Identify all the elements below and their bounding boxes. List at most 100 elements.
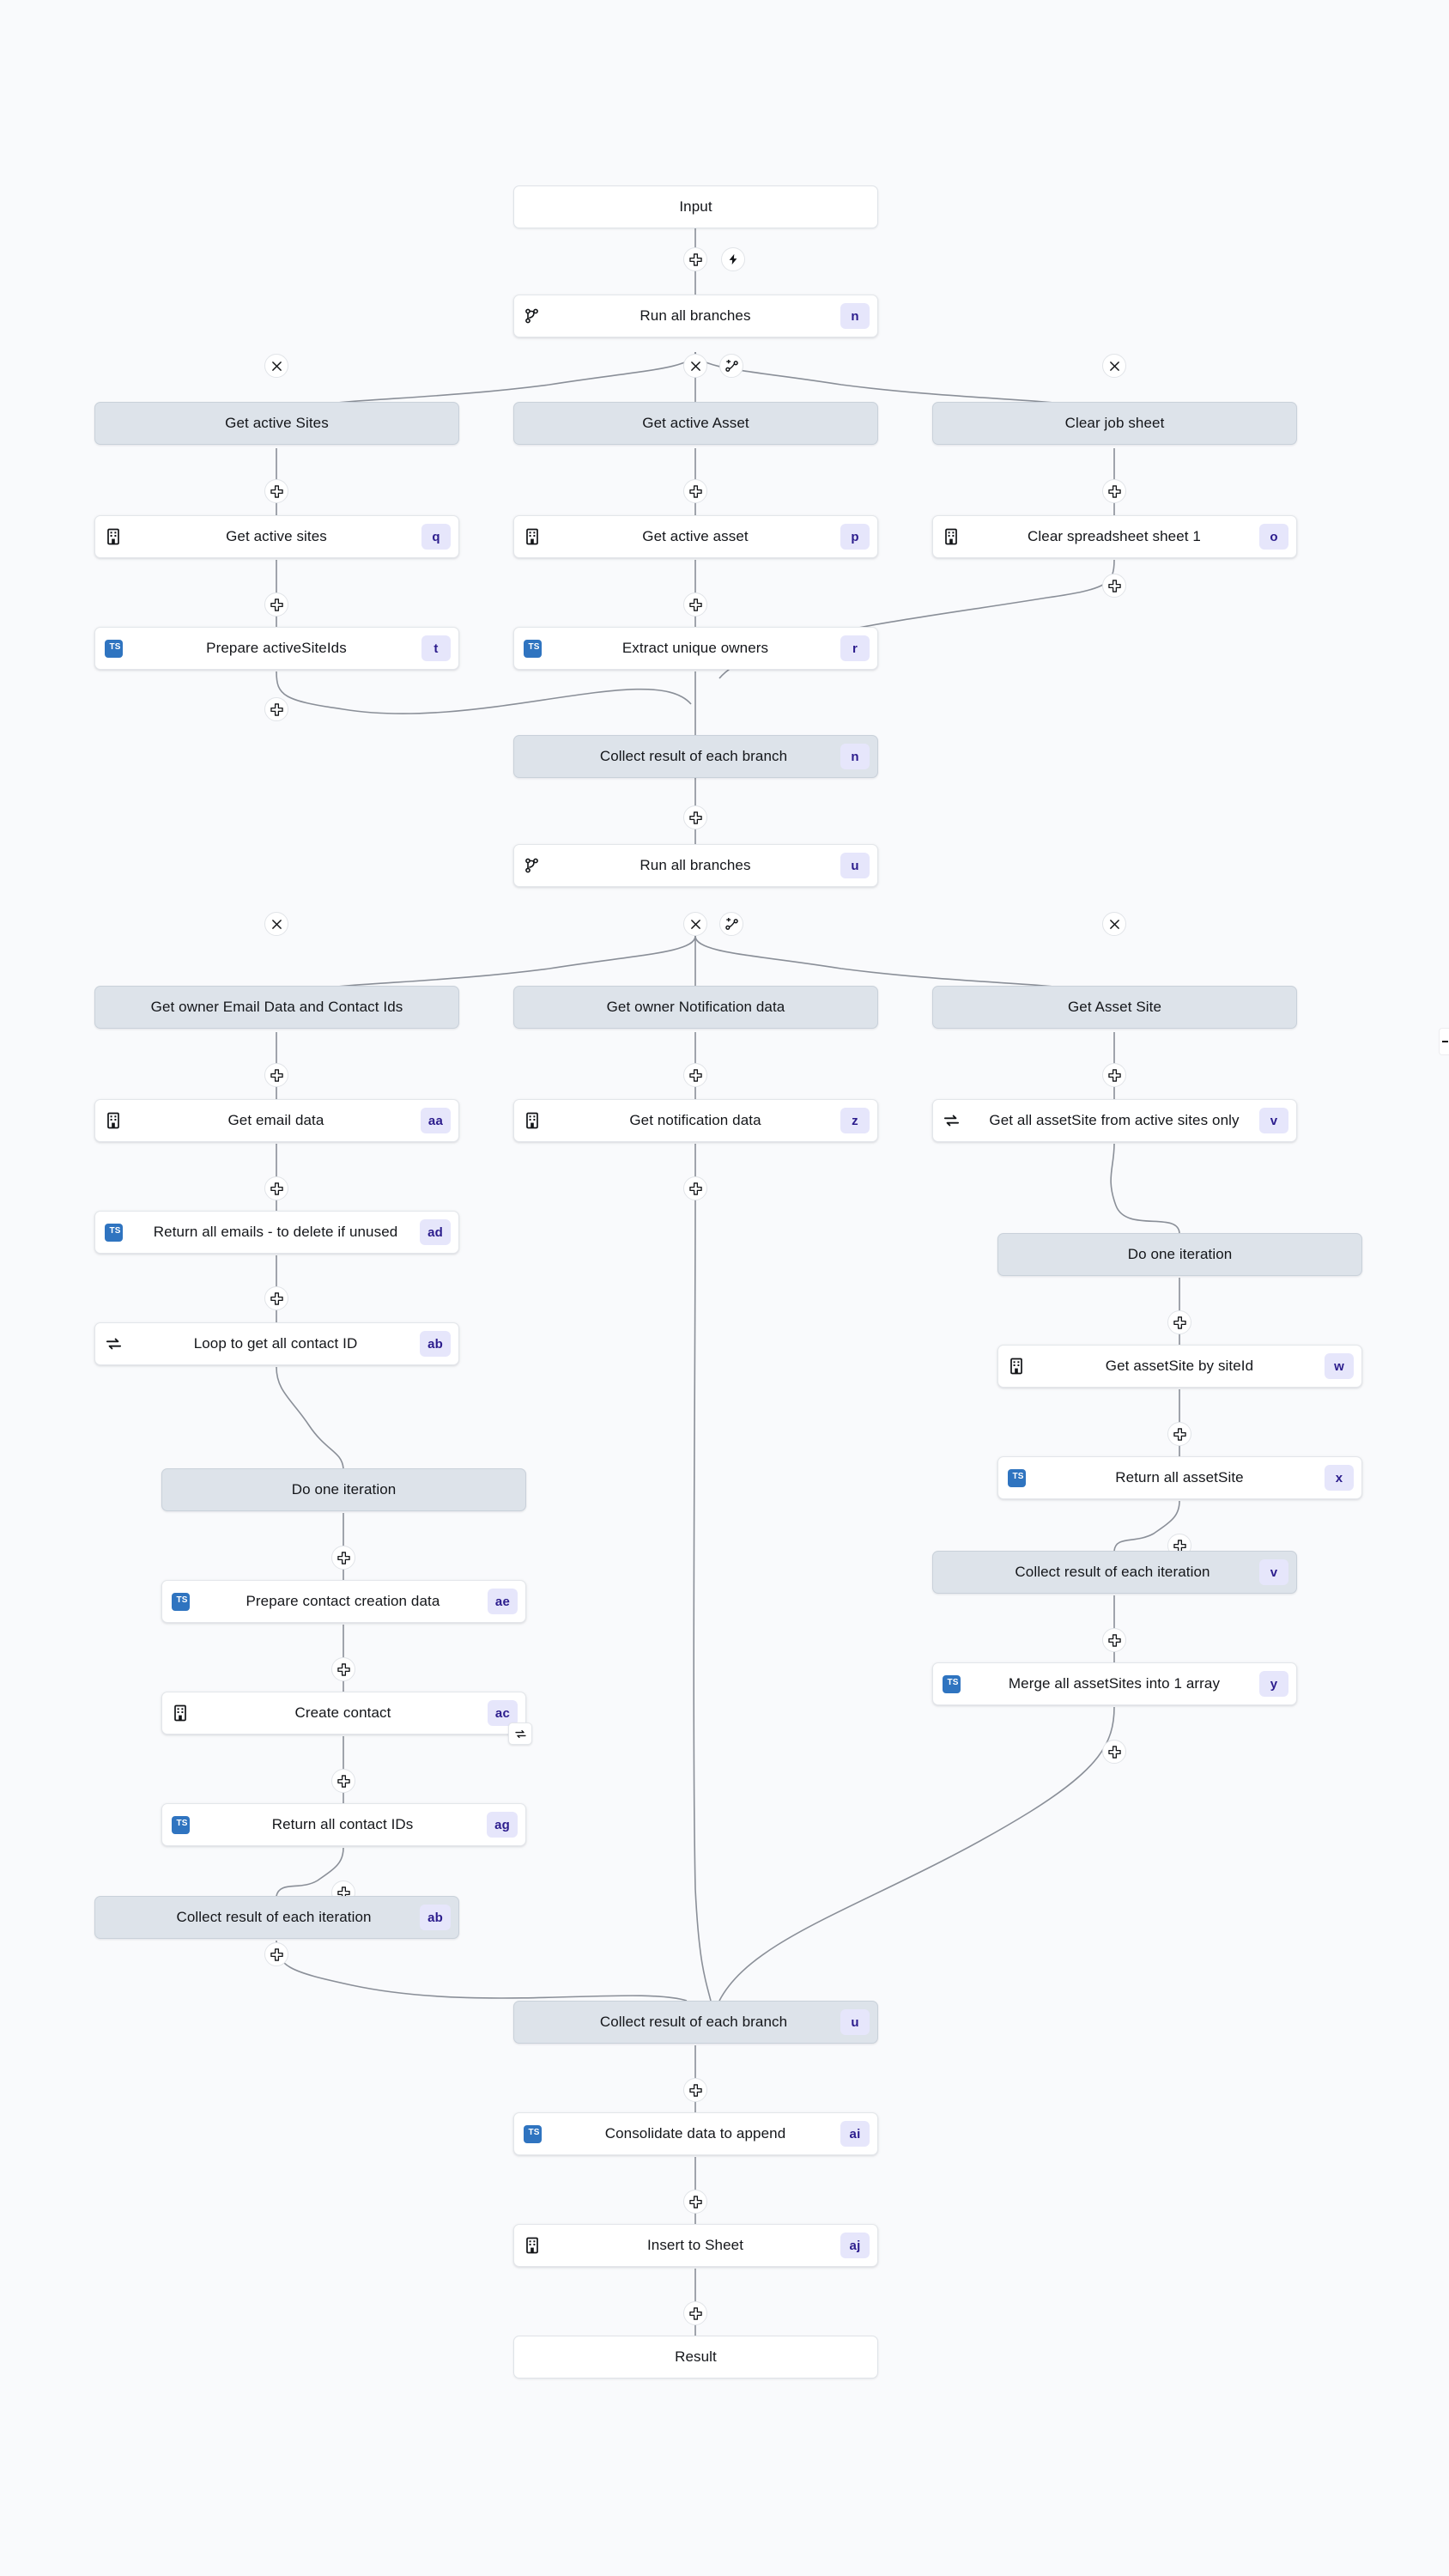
node-insert-to-sheet[interactable]: Insert to Sheet aj xyxy=(513,2224,878,2267)
node-loop-to-get-contact-id[interactable]: Loop to get all contact ID ab xyxy=(94,1322,459,1365)
group-get-owner-email-data[interactable]: Get owner Email Data and Contact Ids xyxy=(94,986,459,1029)
add-step-handle[interactable] xyxy=(264,1063,288,1087)
node-get-active-asset[interactable]: Get active asset p xyxy=(513,515,878,558)
node-collect-iteration-right[interactable]: Collect result of each iteration v xyxy=(932,1551,1297,1594)
node-badge[interactable]: ae xyxy=(487,1589,518,1614)
node-collect-branch-1[interactable]: Collect result of each branch n xyxy=(513,735,878,778)
close-icon xyxy=(1109,361,1119,371)
group-get-active-asset[interactable]: Get active Asset xyxy=(513,402,878,445)
trigger-handle[interactable] xyxy=(721,247,745,271)
add-step-handle[interactable] xyxy=(683,2078,707,2102)
add-step-handle[interactable] xyxy=(264,479,288,503)
node-badge[interactable]: z xyxy=(840,1108,870,1133)
plus-icon xyxy=(688,598,702,611)
plus-icon xyxy=(1173,1427,1186,1441)
node-extract-unique-owners[interactable]: TS Extract unique owners r xyxy=(513,627,878,670)
node-badge[interactable]: ac xyxy=(487,1700,518,1726)
node-get-all-assetsite[interactable]: Get all assetSite from active sites only… xyxy=(932,1099,1297,1142)
group-get-owner-notification-data[interactable]: Get owner Notification data xyxy=(513,986,878,1029)
node-get-assetsite-by-siteid[interactable]: Get assetSite by siteId w xyxy=(997,1345,1362,1388)
node-badge[interactable]: aj xyxy=(840,2233,870,2258)
add-step-handle[interactable] xyxy=(683,592,707,617)
add-step-handle[interactable] xyxy=(1102,1628,1126,1652)
node-get-email-data[interactable]: Get email data aa xyxy=(94,1099,459,1142)
node-badge[interactable]: w xyxy=(1325,1353,1354,1379)
node-prepare-contact-creation-data[interactable]: TS Prepare contact creation data ae xyxy=(161,1580,526,1623)
node-return-all-contact-ids[interactable]: TS Return all contact IDs ag xyxy=(161,1803,526,1846)
retry-loop-icon[interactable] xyxy=(508,1722,532,1745)
node-badge[interactable]: o xyxy=(1259,524,1288,550)
add-step-handle[interactable] xyxy=(683,1063,707,1087)
panel-handle[interactable] xyxy=(1439,1028,1449,1055)
node-merge-assetsites[interactable]: TS Merge all assetSites into 1 array y xyxy=(932,1662,1297,1705)
node-badge[interactable]: ag xyxy=(487,1812,518,1838)
add-step-handle[interactable] xyxy=(683,2190,707,2214)
remove-branch-handle-mid[interactable] xyxy=(683,912,707,936)
node-badge[interactable]: p xyxy=(840,524,870,550)
node-badge[interactable]: aa xyxy=(420,1108,451,1133)
add-step-handle[interactable] xyxy=(683,805,707,829)
remove-branch-handle-left[interactable] xyxy=(264,912,288,936)
add-step-handle[interactable] xyxy=(264,1176,288,1200)
node-return-all-emails[interactable]: TS Return all emails - to delete if unus… xyxy=(94,1211,459,1254)
add-step-handle[interactable] xyxy=(264,592,288,617)
group-get-asset-site[interactable]: Get Asset Site xyxy=(932,986,1297,1029)
add-step-handle[interactable] xyxy=(683,479,707,503)
group-get-active-sites[interactable]: Get active Sites xyxy=(94,402,459,445)
node-badge[interactable]: q xyxy=(421,524,451,550)
node-badge[interactable]: n xyxy=(840,744,870,769)
node-badge[interactable]: v xyxy=(1259,1559,1288,1585)
node-collect-iteration-left[interactable]: Collect result of each iteration ab xyxy=(94,1896,459,1939)
node-prepare-activesiteids[interactable]: TS Prepare activeSiteIds t xyxy=(94,627,459,670)
remove-branch-handle-right[interactable] xyxy=(1102,354,1126,378)
add-step-handle[interactable] xyxy=(683,247,707,271)
add-step-handle[interactable] xyxy=(264,697,288,721)
add-step-handle[interactable] xyxy=(1167,1310,1191,1334)
node-badge[interactable]: u xyxy=(840,2009,870,2035)
node-badge[interactable]: ab xyxy=(420,1331,451,1357)
node-run-all-branches-2[interactable]: Run all branches u xyxy=(513,844,878,887)
add-step-handle[interactable] xyxy=(331,1657,355,1681)
add-step-handle[interactable] xyxy=(331,1769,355,1793)
node-badge[interactable]: t xyxy=(421,635,451,661)
node-badge[interactable]: ad xyxy=(420,1219,451,1245)
node-badge[interactable]: x xyxy=(1325,1465,1354,1491)
node-get-active-sites[interactable]: Get active sites q xyxy=(94,515,459,558)
node-badge[interactable]: n xyxy=(840,303,870,329)
node-consolidate-data[interactable]: TS Consolidate data to append ai xyxy=(513,2112,878,2155)
remove-branch-handle-left[interactable] xyxy=(264,354,288,378)
add-step-handle[interactable] xyxy=(1102,1740,1126,1764)
node-clear-spreadsheet[interactable]: Clear spreadsheet sheet 1 o xyxy=(932,515,1297,558)
remove-branch-handle-right[interactable] xyxy=(1102,912,1126,936)
node-badge[interactable]: v xyxy=(1259,1108,1288,1133)
node-return-all-assetsite[interactable]: TS Return all assetSite x xyxy=(997,1456,1362,1499)
add-step-handle[interactable] xyxy=(1102,479,1126,503)
node-badge[interactable]: u xyxy=(840,853,870,878)
add-step-handle[interactable] xyxy=(1167,1422,1191,1446)
group-do-one-iteration-left[interactable]: Do one iteration xyxy=(161,1468,526,1511)
node-badge[interactable]: ab xyxy=(420,1905,451,1930)
node-badge[interactable]: ai xyxy=(840,2121,870,2147)
add-step-handle[interactable] xyxy=(1102,574,1126,598)
group-clear-job-sheet[interactable]: Clear job sheet xyxy=(932,402,1297,445)
add-step-handle[interactable] xyxy=(683,1176,707,1200)
node-badge[interactable]: y xyxy=(1259,1671,1288,1697)
node-collect-branch-2[interactable]: Collect result of each branch u xyxy=(513,2001,878,2044)
add-branch-handle-1[interactable] xyxy=(719,354,743,378)
add-step-handle[interactable] xyxy=(264,1942,288,1966)
add-step-handle[interactable] xyxy=(1102,1063,1126,1087)
group-do-one-iteration-right[interactable]: Do one iteration xyxy=(997,1233,1362,1276)
node-get-notification-data[interactable]: Get notification data z xyxy=(513,1099,878,1142)
node-run-all-branches-1[interactable]: Run all branches n xyxy=(513,295,878,337)
add-step-handle[interactable] xyxy=(264,1286,288,1310)
node-badge[interactable]: r xyxy=(840,635,870,661)
remove-branch-handle-mid[interactable] xyxy=(683,354,707,378)
node-create-contact[interactable]: Create contact ac xyxy=(161,1692,532,1745)
add-step-handle[interactable] xyxy=(331,1546,355,1570)
node-input[interactable]: Input xyxy=(513,185,878,228)
add-step-handle[interactable] xyxy=(683,2301,707,2325)
add-branch-handle-2[interactable] xyxy=(719,912,743,936)
node-result[interactable]: Result xyxy=(513,2336,878,2379)
building-icon xyxy=(998,1345,1034,1388)
